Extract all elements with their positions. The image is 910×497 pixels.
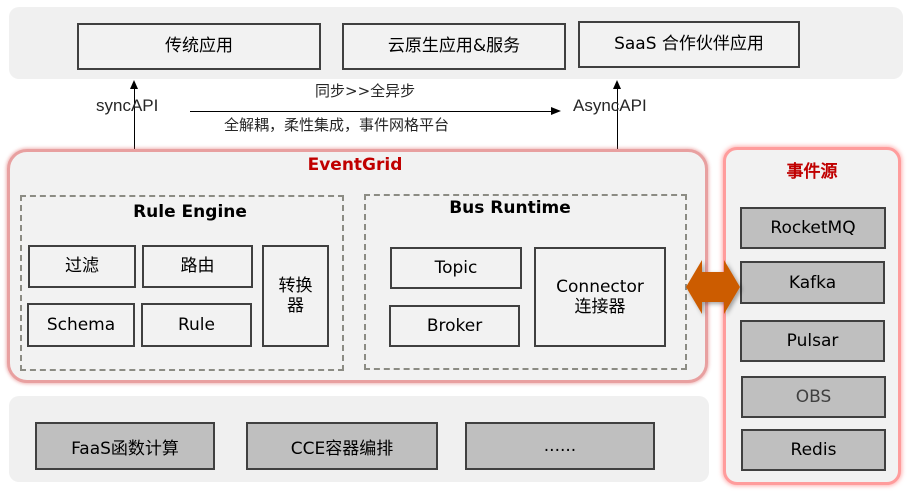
- sync-to-async-top-label: 同步>>全异步: [315, 82, 416, 100]
- sync-to-async-arrowhead-icon: [551, 107, 561, 115]
- app-traditional: 传统应用: [77, 23, 321, 70]
- sync-api-arrow-line: [134, 84, 135, 150]
- kafka-label: Kafka: [788, 272, 837, 293]
- transformer-label: 转换器: [278, 275, 313, 316]
- routing-label: 路由: [180, 256, 215, 277]
- broker-label: Broker: [426, 315, 483, 336]
- async-api-arrow-line: [617, 84, 618, 150]
- rule-engine-transformer: 转换器: [262, 245, 329, 347]
- app-cloud-native-label: 云原生应用&服务: [387, 36, 521, 57]
- infra-faas: FaaS函数计算: [35, 422, 215, 470]
- double-arrow-shape: [686, 260, 740, 314]
- async-api-label: AsyncAPI: [573, 96, 647, 115]
- cce-label: CCE容器编排: [290, 438, 394, 459]
- infra-more: ......: [465, 422, 655, 470]
- event-sources-container: [723, 147, 901, 485]
- rocketmq-label: RocketMQ: [770, 218, 856, 238]
- rule-engine-filter: 过滤: [28, 245, 136, 288]
- double-arrow-icon: [686, 260, 740, 314]
- bus-runtime-group: [364, 194, 687, 370]
- event-source-redis: Redis: [741, 429, 886, 471]
- rule-engine-title: Rule Engine: [133, 202, 247, 222]
- app-saas-partner-label: SaaS 合作伙伴应用: [614, 34, 764, 55]
- sync-api-label: syncAPI: [96, 96, 159, 115]
- sync-api-arrowhead-icon: [130, 80, 138, 89]
- app-saas-partner: SaaS 合作伙伴应用: [578, 21, 800, 68]
- event-sources-title: 事件源: [786, 162, 838, 182]
- eventgrid-title: EventGrid: [307, 155, 403, 175]
- infra-cce: CCE容器编排: [246, 422, 438, 470]
- rule-engine-group: [20, 195, 344, 371]
- rule-engine-schema: Schema: [27, 303, 135, 347]
- bus-runtime-connector: Connector 连接器: [534, 247, 666, 347]
- rule-label: Rule: [177, 314, 215, 335]
- connector-cn-label: 连接器: [574, 297, 626, 317]
- async-api-arrowhead-icon: [613, 80, 621, 89]
- more-label: ......: [543, 436, 577, 456]
- sync-to-async-arrow-line: [190, 111, 552, 112]
- event-source-pulsar: Pulsar: [740, 320, 885, 362]
- app-cloud-native: 云原生应用&服务: [342, 23, 566, 70]
- redis-label: Redis: [790, 440, 837, 460]
- bus-runtime-broker: Broker: [389, 305, 520, 347]
- rule-engine-rule: Rule: [141, 303, 252, 347]
- app-traditional-label: 传统应用: [165, 36, 233, 57]
- sync-to-async-bottom-label: 全解耦，柔性集成，事件网格平台: [224, 116, 450, 134]
- pulsar-label: Pulsar: [786, 331, 839, 351]
- topic-label: Topic: [434, 257, 478, 278]
- event-source-obs: OBS: [741, 376, 886, 418]
- obs-label: OBS: [795, 387, 832, 407]
- event-source-rocketmq: RocketMQ: [740, 207, 886, 249]
- bus-runtime-title: Bus Runtime: [449, 198, 571, 218]
- event-source-kafka: Kafka: [740, 261, 885, 304]
- faas-label: FaaS函数计算: [71, 438, 179, 459]
- rule-engine-routing: 路由: [142, 245, 253, 288]
- bus-runtime-topic: Topic: [390, 247, 522, 289]
- connector-label: Connector: [556, 276, 644, 297]
- filter-label: 过滤: [65, 256, 99, 277]
- schema-label: Schema: [46, 314, 116, 335]
